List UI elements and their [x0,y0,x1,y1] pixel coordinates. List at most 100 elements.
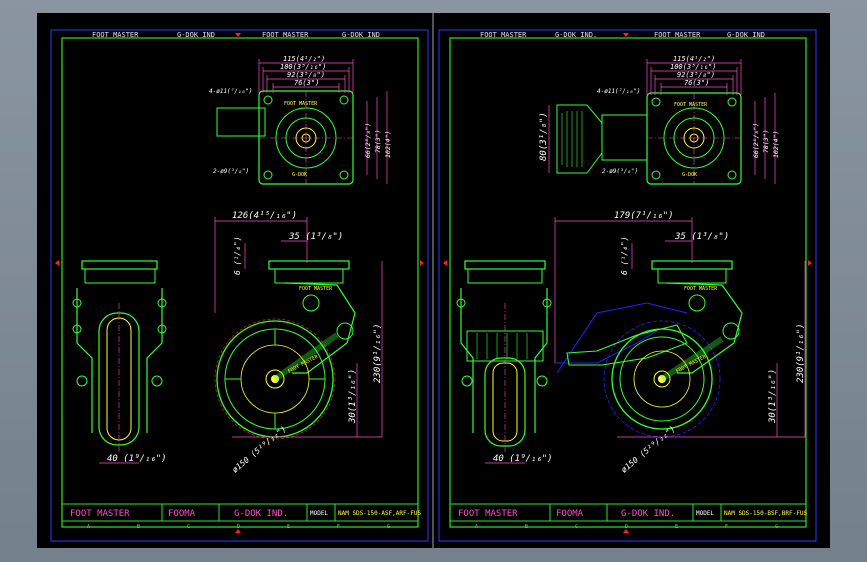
left-outer-border [50,29,429,542]
cad-canvas[interactable]: FOOT MASTER G-DOK IND FOOT MASTER G-DOK … [37,13,830,548]
right-bolt-hole-4 [727,170,737,180]
left-header-left-2: G-DOK IND [177,31,215,39]
left-grid-letter-g: G [387,524,390,530]
left-grid-letter-f: F [337,524,340,530]
left-center-marker-bottom [235,529,241,533]
right-side-wheel [611,328,713,430]
right-header-left-2: G-DOK IND. [555,31,597,39]
left-title-company: G-DOK IND. [234,509,288,519]
right-grid-letter-g: G [775,524,778,530]
right-side-dim-2: 78(3") [762,130,770,153]
left-front-view: 40 (1⁹/₁₆") [72,260,167,464]
right-header-left-1: FOOT MASTER [480,31,527,39]
right-bolt-hole-1 [651,97,661,107]
right-bolt-hole-3 [651,170,661,180]
right-title-company: G-DOK IND. [621,509,675,519]
left-center-marker-right [420,260,424,266]
left-header-right-1: FOOT MASTER [262,31,309,39]
left-height-dim: 230(9¹/₁₆") [373,323,383,383]
left-width-dim: 40 (1⁹/₁₆") [107,454,167,464]
left-bolt-hole-2 [339,95,349,105]
right-inner-border [449,37,807,528]
right-title-model: NAM SDS-150-BSF,BRF-FUS [724,510,807,517]
right-title-brand: FOOT MASTER [458,509,518,519]
left-grid-letter-e: E [287,524,290,530]
right-grid-letter-e: E [675,524,678,530]
left-grid-letter-c: C [187,524,190,530]
left-gap-dim: 6 (¹/₄") [233,236,242,275]
left-bolt-hole-1 [263,95,273,105]
left-header-left-1: FOOT MASTER [92,31,139,39]
right-gap-dim: 6 (¹/₄") [620,236,629,275]
left-center-marker-left [55,260,59,266]
left-dim-top-1: 115(4¹/₂") [283,55,325,63]
right-width-dim: 40 (1⁹/₁₆") [493,454,553,464]
right-arm-label: FOOT MASTER [684,286,718,292]
cad-drawing-viewport[interactable]: FOOT MASTER G-DOK IND FOOT MASTER G-DOK … [37,13,830,548]
right-brake-pedal-side [566,324,688,366]
right-dim-top-1: 115(4¹/₂") [673,55,715,63]
left-wheel-dim: ø150 (5²⁹/₃₂") [231,424,288,474]
right-top-logo: G-DOK [682,172,697,178]
left-grid-letter-b: B [137,524,140,530]
right-dim-top-4: 76(3") [684,79,709,87]
left-bolt-hole-4 [339,170,349,180]
left-dim-top-3: 92(3⁵/₈") [287,71,325,79]
left-center-marker-top [235,33,241,37]
left-front-wheel [98,312,140,446]
right-header-right-2: G-DOK IND [727,31,765,39]
right-front-view: 40 (1⁹/₁₆") [456,260,553,464]
right-pedal-dim: 80(3¹/₈") [539,112,549,161]
left-bolt-note: 2-ø9(³/₈") [213,168,249,175]
left-side-dim-1: 66(2⁵/₈") [364,123,372,158]
left-bolt-hole-3 [263,170,273,180]
left-hole-note: 4-ø11(⁷/₁₆") [209,88,252,95]
right-bolt-hole-2 [727,97,737,107]
right-title-short: FOOMA [556,509,584,519]
left-inner-border [61,37,419,528]
right-center-marker-bottom [623,529,629,533]
left-top-plate-label: FOOT MASTER [284,101,318,107]
right-center-marker-top [623,33,629,37]
right-grid-letter-b: B [525,524,528,530]
left-title-model-label: MODEL [310,510,328,517]
left-title-short: FOOMA [168,509,196,519]
right-header-right-1: FOOT MASTER [654,31,701,39]
right-brake-block [466,330,544,362]
right-title-block: FOOT MASTER FOOMA G-DOK IND. MODEL NAM S… [449,503,807,530]
right-offset-dim: 179(7¹/₁₆") [614,211,674,221]
right-side-view: FOOT MASTER FOOT MASTER 179(7¹/₁₆") 35 (… [554,211,806,475]
left-title-block: FOOT MASTER FOOMA G-DOK IND. MODEL NAM S… [61,503,421,530]
right-swivel-dim: 35 (1³/₈") [674,232,729,242]
left-arm-label: FOOT MASTER [299,286,333,292]
right-side-dim-3: 102(4") [772,131,780,158]
left-header-right-2: G-DOK IND [342,31,380,39]
left-top-logo: G-DOK [292,172,307,178]
right-grid-letter-f: F [725,524,728,530]
right-top-view: FOOT MASTER G-DOK 115(4¹/₂") 100(3⁵/₁₆")… [539,55,780,185]
right-grid-letter-a: A [475,524,478,530]
right-axle-dim: 30(1³/₁₆") [768,369,778,424]
right-height-dim: 230(9¹/₁₆") [796,323,806,383]
right-hole-note: 4-ø11(⁷/₁₆") [597,88,640,95]
left-swivel-dim: 35 (1³/₈") [288,232,343,242]
left-dim-top-2: 100(3⁵/₁₆") [280,63,326,71]
right-grid-letter-d: D [625,524,628,530]
left-offset-dim: 126(4¹⁵/₁₆") [232,211,297,221]
left-title-model: NAM SDS-150-ASF,ARF-FUS [338,510,421,517]
right-brake-arm-swing [556,302,688,374]
right-grid-letter-c: C [575,524,578,530]
right-brake-pedal-top [556,104,603,174]
left-axle-dim: 30(1³/₁₆") [348,369,358,424]
right-center-marker-left [443,260,447,266]
left-side-dim-2: 78(3") [374,130,382,153]
right-top-plate-label: FOOT MASTER [674,102,708,108]
right-dim-top-3: 92(3⁵/₈") [677,71,715,79]
left-title-brand: FOOT MASTER [70,509,130,519]
left-top-view: FOOT MASTER G-DOK 115(4¹/₂") 100(3⁵/₁₆")… [209,55,392,185]
left-side-dim-3: 102(4") [384,131,392,158]
right-dim-top-2: 100(3⁵/₁₆") [670,63,716,71]
left-sheet: FOOT MASTER G-DOK IND FOOT MASTER G-DOK … [50,29,429,542]
left-side-view: FOOT MASTER FOOT MASTER 126(4¹ [214,211,383,475]
left-dim-top-4: 76(3") [294,79,319,87]
